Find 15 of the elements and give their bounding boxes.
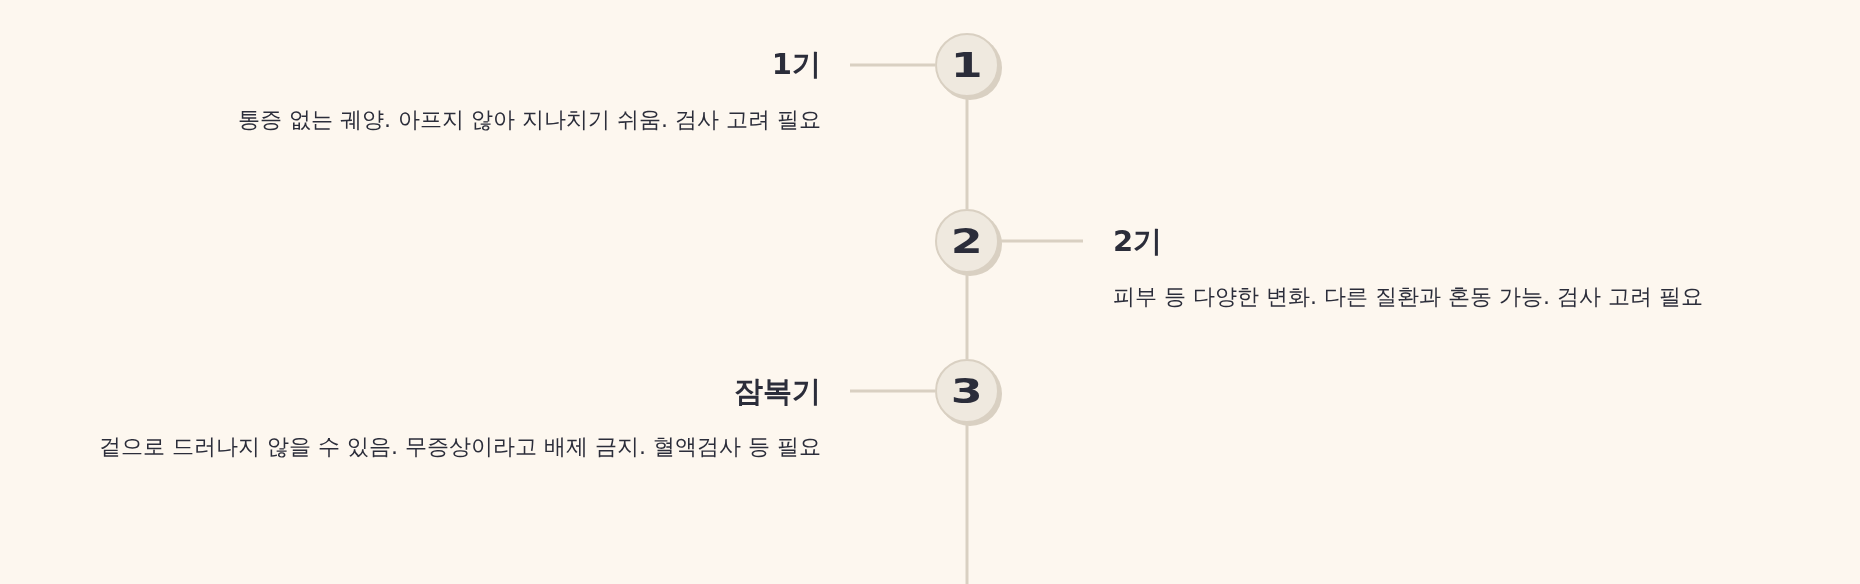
connector-line [999, 239, 1083, 243]
stage-heading: 1기 [771, 46, 821, 83]
stage-heading: 2기 [1113, 223, 1163, 260]
connector-line [850, 389, 935, 393]
step-number: 3 [951, 371, 983, 411]
stage-description: 통증 없는 궤양. 아프지 않아 지나치기 쉬움. 검사 고려 필요 [237, 106, 821, 134]
connector-line [965, 97, 969, 209]
stage-heading: 잠복기 [734, 373, 821, 410]
connector-line [965, 273, 969, 359]
step-number: 1 [951, 45, 983, 85]
connector-line [965, 423, 969, 584]
stage-description: 피부 등 다양한 변화. 다른 질환과 혼동 가능. 검사 고려 필요 [1113, 283, 1704, 311]
step-number: 2 [951, 221, 983, 261]
connector-line [850, 63, 935, 67]
stage-description: 겉으로 드러나지 않을 수 있음. 무증상이라고 배제 금지. 혈액검사 등 필요 [98, 433, 821, 461]
